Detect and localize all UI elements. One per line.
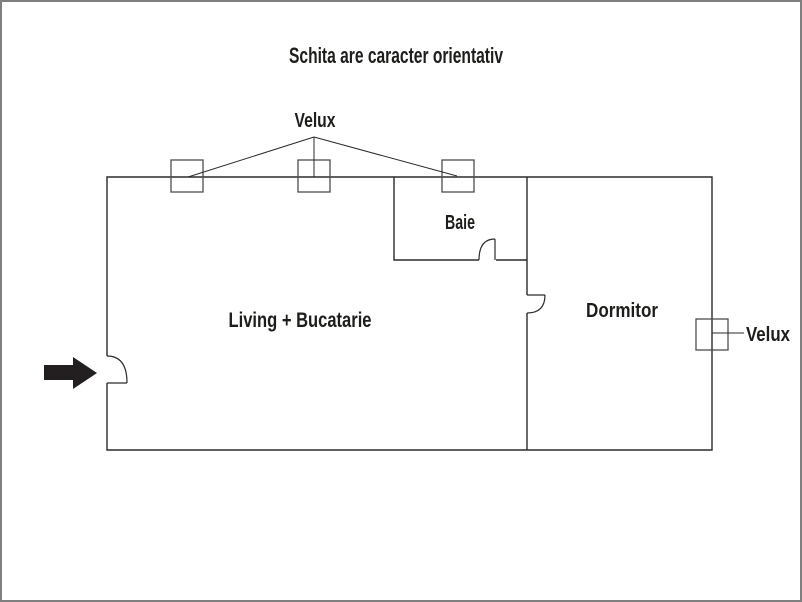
room-label-dormitor: Dormitor <box>586 300 658 322</box>
room-label-living-bucatarie: Living + Bucatarie <box>229 309 372 332</box>
skylight-box-right <box>695 318 729 351</box>
room-label-baie: Baie <box>445 212 475 234</box>
entrance-arrow-icon <box>44 357 97 389</box>
baie-walls <box>393 177 527 261</box>
velux-right-label: Velux <box>746 324 790 346</box>
entrance-door-arc <box>106 355 128 384</box>
skylight-box-3 <box>441 159 475 193</box>
velux-top-label: Velux <box>295 110 336 132</box>
baie-door-arc <box>478 238 496 261</box>
velux-top-leader-right <box>313 136 458 177</box>
page-title: Schita are caracter orientativ <box>289 43 504 68</box>
velux-top-leader-left <box>187 136 315 178</box>
dormitor-door-arc <box>526 294 546 314</box>
skylight-box-1 <box>170 159 204 193</box>
apartment-outer-walls <box>106 176 713 451</box>
